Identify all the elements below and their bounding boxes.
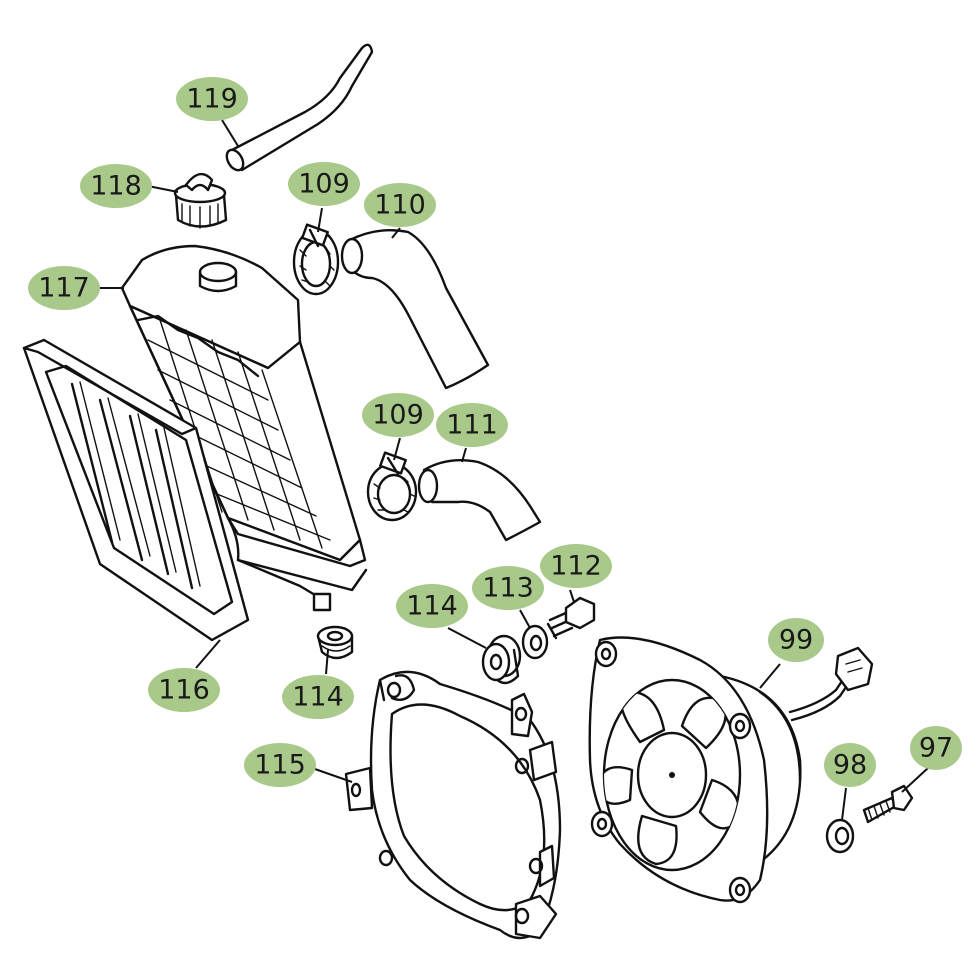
callout-110: 110 xyxy=(364,183,436,227)
callout-114-right: 114 xyxy=(396,584,468,628)
callout-113: 113 xyxy=(472,566,544,610)
callout-114-left-label: 114 xyxy=(292,682,344,713)
callout-98-label: 98 xyxy=(833,750,867,781)
rubber-grommet-right xyxy=(481,634,522,685)
callout-112: 112 xyxy=(540,544,612,588)
callout-118-label: 118 xyxy=(90,171,142,202)
callout-109-upper: 109 xyxy=(288,162,360,206)
callout-99: 99 xyxy=(768,618,824,662)
callout-114-left: 114 xyxy=(282,675,354,719)
fan-screw xyxy=(862,784,914,824)
callout-117: 117 xyxy=(28,266,100,310)
hose-clamp-lower xyxy=(366,451,418,522)
radiator xyxy=(120,244,368,612)
callout-116: 116 xyxy=(148,668,220,712)
callout-117-label: 117 xyxy=(38,273,90,304)
radiator-cap xyxy=(173,172,228,229)
callout-115: 115 xyxy=(244,743,316,787)
callout-97-label: 97 xyxy=(919,733,953,764)
lower-hose xyxy=(417,459,542,542)
bolt xyxy=(546,596,596,640)
cooling-fan xyxy=(588,636,874,904)
callout-111-label: 111 xyxy=(446,410,498,441)
rubber-grommet-left xyxy=(316,625,354,660)
upper-hose xyxy=(340,229,490,390)
leader-lines xyxy=(100,119,929,821)
callout-112-label: 112 xyxy=(550,551,602,582)
callout-115-label: 115 xyxy=(254,750,306,781)
fan-washer xyxy=(825,818,855,854)
fan-shroud xyxy=(344,670,562,940)
callout-99-label: 99 xyxy=(779,625,813,656)
callout-113-label: 113 xyxy=(482,573,534,604)
callout-109-upper-label: 109 xyxy=(298,169,350,200)
callout-116-label: 116 xyxy=(158,675,210,706)
callout-111: 111 xyxy=(436,403,508,447)
callout-109-lower: 109 xyxy=(362,393,434,437)
callout-114-right-label: 114 xyxy=(406,591,458,622)
radiator-grille xyxy=(22,338,250,642)
callout-97: 97 xyxy=(910,726,962,770)
callout-109-lower-label: 109 xyxy=(372,400,424,431)
washer xyxy=(521,624,549,660)
callout-110-label: 110 xyxy=(374,190,426,221)
overflow-hose xyxy=(225,43,374,172)
callout-119: 119 xyxy=(176,77,248,121)
callout-118: 118 xyxy=(80,164,152,208)
callout-119-label: 119 xyxy=(186,84,238,115)
hose-clamp-upper xyxy=(292,223,340,296)
callout-98: 98 xyxy=(824,743,876,787)
